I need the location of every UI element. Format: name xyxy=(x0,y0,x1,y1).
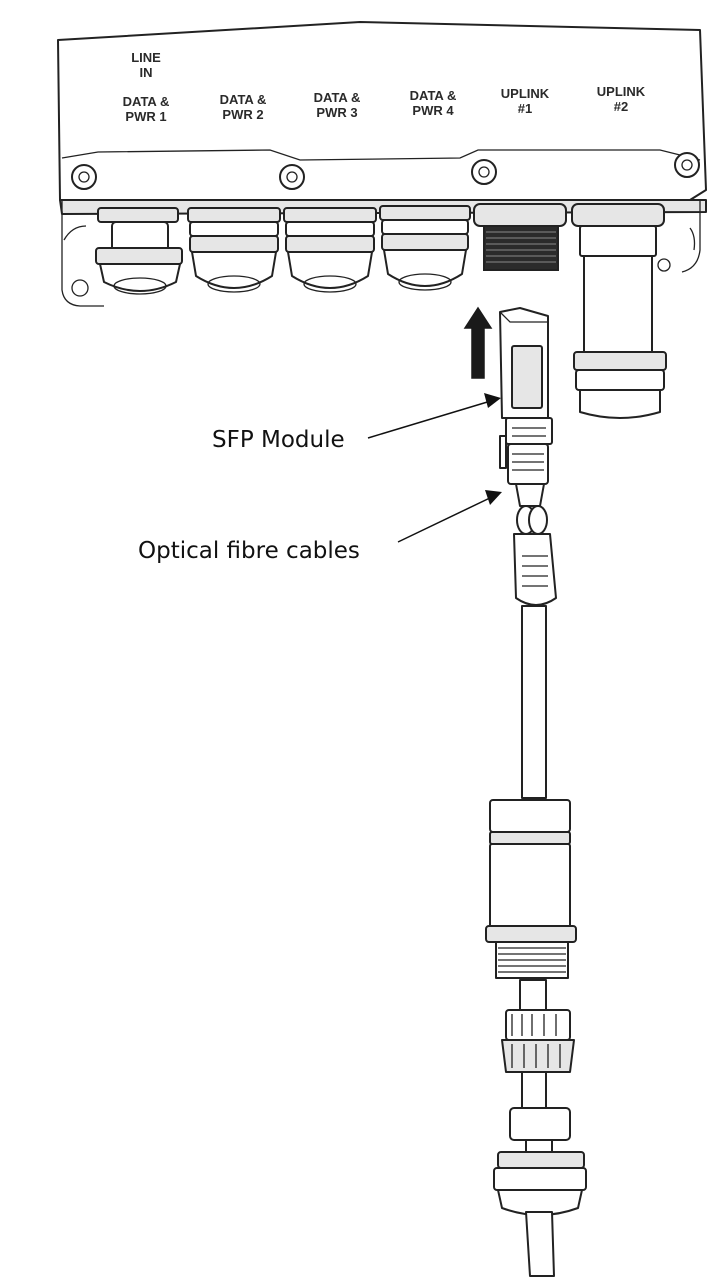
insert-direction-arrow xyxy=(463,306,493,379)
callout-sfp-module: SFP Module xyxy=(212,393,501,453)
gland-uplink-1 xyxy=(473,203,567,271)
mount-hole-right xyxy=(657,258,671,272)
mount-hole-left xyxy=(71,279,89,297)
port-label-uplink-2-bottom: #2 xyxy=(614,99,628,114)
seal-nut xyxy=(501,1009,575,1073)
port-label-uplink-1-bottom: #1 xyxy=(518,101,532,116)
housing-screws xyxy=(71,152,700,297)
callout-optical-fibre-cables: Optical fibre cables xyxy=(138,490,502,564)
screw-4 xyxy=(674,152,700,178)
port-glands xyxy=(95,203,667,419)
lc-connector xyxy=(513,483,557,606)
screw-1 xyxy=(71,164,97,190)
port-label-data-pwr-3-bottom: PWR 3 xyxy=(316,105,357,120)
gland-data-pwr-3 xyxy=(283,207,377,293)
gland-data-pwr-1 xyxy=(95,207,183,295)
cable-tail xyxy=(525,1211,555,1277)
sfp-module xyxy=(499,307,553,485)
cable-segment-lower xyxy=(521,1071,547,1109)
port-labels: LINE IN DATA & PWR 1 DATA & PWR 2 DATA &… xyxy=(123,50,646,124)
screw-3 xyxy=(471,159,497,185)
screw-2 xyxy=(279,164,305,190)
port-label-data-pwr-2-top: DATA & xyxy=(220,92,267,107)
port-label-uplink-1-top: UPLINK xyxy=(501,86,550,101)
gland-uplink-2 xyxy=(571,203,667,419)
cable-gland-body xyxy=(485,799,577,979)
callout-optical-fibre-cables-text: Optical fibre cables xyxy=(138,538,360,564)
port-label-data-pwr-3-top: DATA & xyxy=(314,90,361,105)
grommet xyxy=(509,1107,571,1153)
fibre-cable xyxy=(521,605,547,799)
port-label-data-pwr-4-bottom: PWR 4 xyxy=(412,103,454,118)
port-label-uplink-2-top: UPLINK xyxy=(597,84,646,99)
port-label-data-pwr-4-top: DATA & xyxy=(410,88,457,103)
cable-segment-mid xyxy=(519,979,547,1011)
gland-data-pwr-2 xyxy=(187,207,281,293)
end-cap-nut xyxy=(493,1151,587,1216)
callout-sfp-module-text: SFP Module xyxy=(212,427,345,453)
port-label-data-pwr-1-bottom: PWR 1 xyxy=(125,109,166,124)
port-label-line-in-bottom: IN xyxy=(140,65,153,80)
gland-data-pwr-4 xyxy=(379,205,471,291)
port-label-line-in-top: LINE xyxy=(131,50,161,65)
port-label-data-pwr-1-top: DATA & xyxy=(123,94,170,109)
port-label-data-pwr-2-bottom: PWR 2 xyxy=(222,107,263,122)
